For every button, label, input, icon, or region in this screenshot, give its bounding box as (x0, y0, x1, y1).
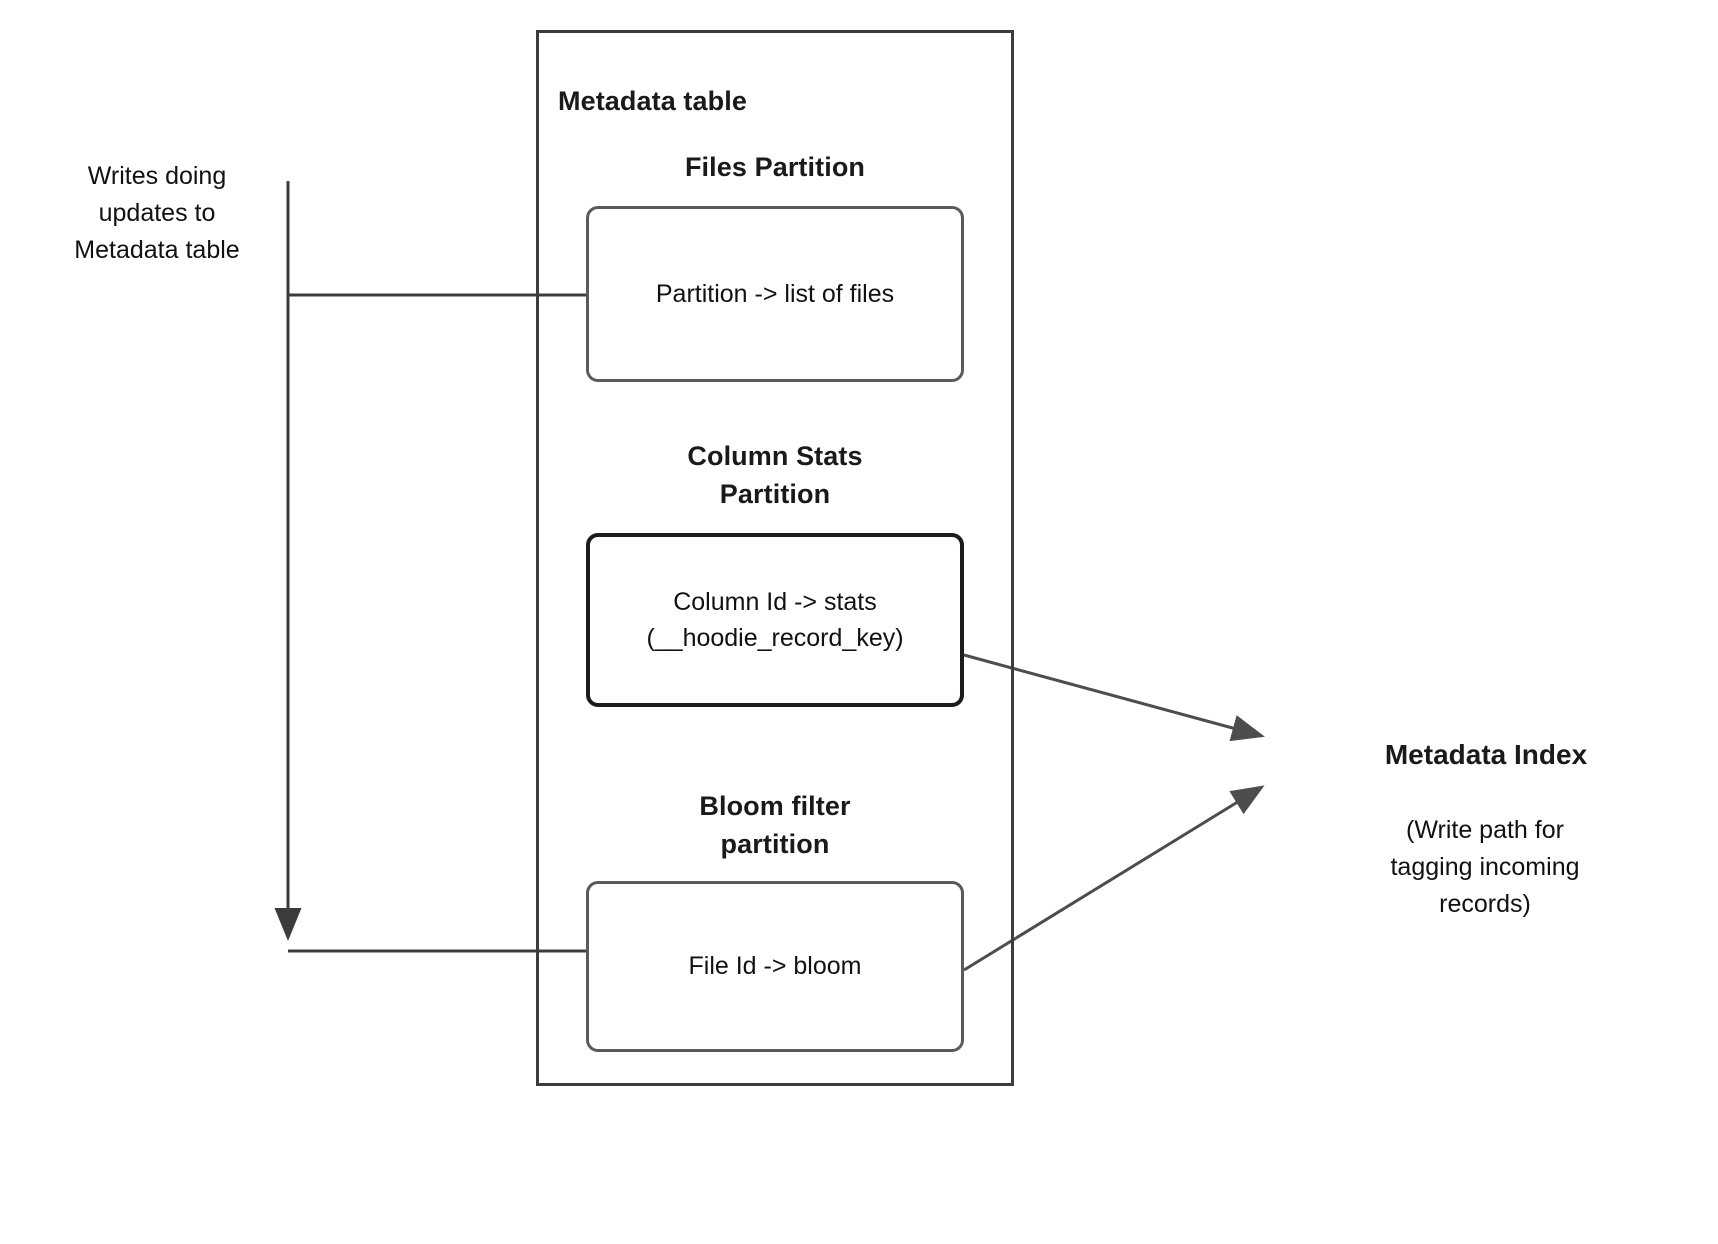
bloom-filter-partition-heading: Bloom filter partition (699, 791, 851, 860)
bloom-filter-partition-box-text: File Id -> bloom (688, 952, 862, 981)
files-partition-box: Partition -> list of files (586, 206, 964, 382)
metadata-index-note: (Write path for tagging incoming records… (1390, 816, 1580, 918)
bloom-filter-partition-box: File Id -> bloom (586, 881, 964, 1052)
metadata-table-container (536, 30, 1014, 1086)
metadata-index-label: Metadata Index (1384, 739, 1588, 770)
files-partition-heading: Files Partition (684, 152, 866, 182)
files-partition-box-text: Partition -> list of files (655, 279, 895, 308)
column-stats-partition-box-text: Column Id -> stats (__hoodie_record_key) (646, 587, 904, 652)
metadata-table-title: Metadata table (558, 86, 747, 116)
column-stats-partition-box: Column Id -> stats (__hoodie_record_key) (586, 533, 964, 707)
writes-updates-label: Writes doing updates to Metadata table (74, 162, 240, 264)
column-stats-partition-heading: Column Stats Partition (687, 441, 863, 510)
